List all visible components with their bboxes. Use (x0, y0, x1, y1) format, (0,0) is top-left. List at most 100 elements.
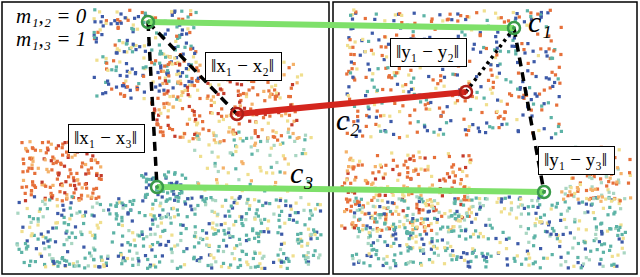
cloud-point (118, 60, 121, 63)
cloud-point (207, 264, 210, 267)
cloud-point (371, 32, 374, 35)
cloud-point (182, 224, 185, 227)
cloud-point (105, 57, 108, 60)
cloud-point (198, 114, 201, 117)
cloud-point (185, 32, 188, 35)
cloud-point (119, 12, 122, 15)
cloud-point (477, 127, 480, 130)
cloud-point (131, 264, 134, 267)
cloud-point (217, 170, 220, 173)
cloud-point (44, 203, 47, 206)
cloud-point (166, 191, 169, 194)
cloud-point (303, 223, 306, 226)
cloud-point (451, 73, 454, 76)
cloud-point (406, 154, 409, 157)
cloud-point (62, 209, 65, 212)
cloud-point (50, 168, 53, 171)
cloud-point (240, 83, 243, 86)
cloud-point (106, 255, 109, 258)
cloud-point (188, 118, 191, 121)
cloud-point (496, 31, 499, 34)
cloud-point (109, 203, 112, 206)
cloud-point (171, 251, 174, 254)
cloud-point (361, 163, 364, 166)
cloud-point (398, 136, 401, 139)
cloud-point (44, 185, 47, 188)
cloud-point (77, 264, 80, 267)
cloud-point (156, 122, 159, 125)
cloud-point (173, 173, 176, 176)
cloud-point (373, 18, 376, 21)
cloud-point (364, 179, 367, 182)
cloud-point (253, 218, 256, 221)
cloud-point (398, 172, 401, 175)
cloud-point (65, 230, 68, 233)
cloud-point (21, 226, 24, 229)
cloud-point (494, 35, 497, 38)
cloud-point (29, 156, 32, 159)
cloud-point (238, 101, 241, 104)
cloud-point (197, 241, 200, 244)
cloud-point (377, 38, 380, 41)
cloud-point (406, 135, 409, 138)
cloud-point (233, 201, 236, 204)
cloud-point (156, 225, 159, 228)
cloud-point (485, 103, 488, 106)
cloud-point (228, 234, 231, 237)
cloud-point (460, 178, 463, 181)
cloud-point (266, 137, 269, 140)
cloud-point (560, 26, 563, 29)
cloud-point (37, 238, 40, 241)
cloud-point (250, 153, 253, 156)
cloud-point (131, 258, 134, 261)
cloud-point (420, 168, 423, 171)
cloud-point (284, 199, 287, 202)
cloud-point (92, 258, 95, 261)
cloud-point (145, 178, 148, 181)
cloud-point (181, 107, 184, 110)
cloud-point (119, 74, 122, 77)
cloud-point (193, 207, 196, 210)
cloud-point (487, 237, 490, 240)
cloud-point (107, 208, 110, 211)
cloud-point (395, 71, 398, 74)
cloud-point (378, 124, 381, 127)
cloud-point (255, 212, 258, 215)
cloud-point (283, 157, 286, 160)
cloud-point (189, 9, 192, 12)
cloud-point (87, 264, 90, 267)
cloud-point (232, 223, 235, 226)
cloud-point (101, 55, 104, 58)
cloud-point (376, 154, 379, 157)
cloud-point (292, 132, 295, 135)
cloud-point (287, 128, 290, 131)
cloud-point (172, 86, 175, 89)
cloud-point (349, 71, 352, 74)
cloud-point (352, 8, 355, 11)
cloud-point (112, 231, 115, 234)
cloud-point (459, 14, 462, 17)
cloud-point (159, 243, 162, 246)
cloud-point (229, 263, 232, 266)
cloud-point (134, 48, 137, 51)
cloud-point (544, 50, 547, 53)
cloud-point (35, 247, 38, 250)
cloud-point (97, 226, 100, 229)
cloud-point (290, 87, 293, 90)
cloud-point (475, 96, 478, 99)
cloud-point (446, 172, 449, 175)
cloud-point (517, 129, 520, 132)
cloud-point (250, 179, 253, 182)
cloud-point (217, 83, 220, 86)
cloud-point (412, 30, 415, 33)
cloud-point (392, 133, 395, 136)
cloud-point (48, 198, 51, 201)
cloud-point (540, 105, 543, 108)
cloud-point (462, 198, 465, 201)
cloud-point (297, 136, 300, 139)
cloud-point (300, 73, 303, 76)
cloud-point (146, 267, 149, 270)
cloud-point (101, 92, 104, 95)
cloud-point (448, 176, 451, 179)
